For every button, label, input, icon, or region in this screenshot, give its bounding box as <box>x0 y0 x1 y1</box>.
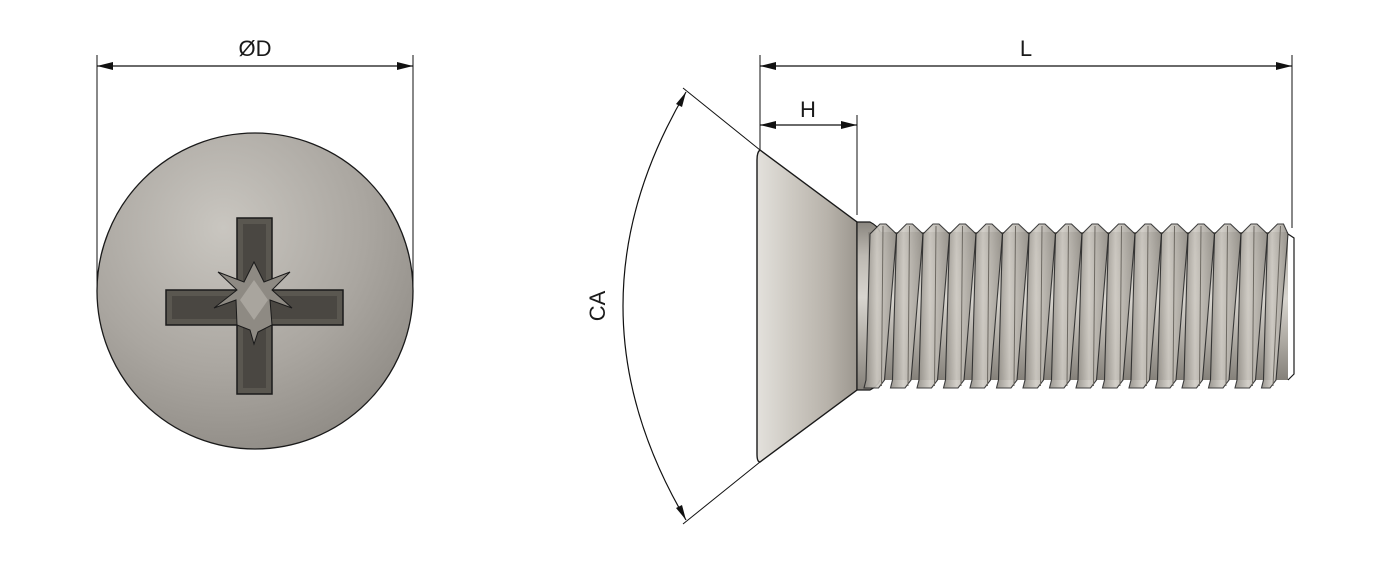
thread-crest <box>1207 223 1242 389</box>
thread-crest <box>942 223 977 389</box>
thread-root-line <box>960 225 963 387</box>
thread-crest <box>995 223 1030 389</box>
thread-root-line <box>881 225 884 387</box>
diameter-arrow-left <box>97 62 113 70</box>
threaded-shank <box>863 223 1295 389</box>
thread-root-line <box>1146 225 1149 387</box>
cross-recess <box>165 217 344 395</box>
thread-root-line <box>1013 225 1016 387</box>
thread-crest <box>969 223 1004 389</box>
diameter-label: ØD <box>239 36 272 61</box>
diameter-arrow-right <box>397 62 413 70</box>
head-height-label: H <box>800 97 816 122</box>
thread-root-line <box>1066 225 1069 387</box>
length-arrow-right <box>1276 62 1292 70</box>
thread-crest <box>889 223 924 389</box>
thread-crest <box>1128 223 1163 389</box>
countersink-angle-label: CA <box>585 290 610 321</box>
angle-extension-bottom <box>682 461 761 525</box>
thread-root-line <box>1119 225 1122 387</box>
thread-crest <box>1154 223 1189 389</box>
thread-root-line <box>1199 225 1202 387</box>
thread-crest <box>863 223 898 389</box>
thread-crest <box>1234 223 1269 389</box>
side-view: L H CA <box>585 36 1295 525</box>
thread-root-line <box>907 225 910 387</box>
head-top-view: ØD <box>96 36 414 450</box>
angle-extension-top <box>682 87 761 151</box>
thread-root-line <box>1225 225 1228 387</box>
thread-root-line <box>934 225 937 387</box>
thread-root-line <box>1040 225 1043 387</box>
length-arrow-left <box>760 62 776 70</box>
thread-root-line <box>1093 225 1096 387</box>
head-height-arrow-left <box>760 121 776 129</box>
thread-root-line <box>1172 225 1175 387</box>
thread-root-line <box>987 225 990 387</box>
countersunk-head <box>756 149 858 463</box>
thread-crest <box>1101 223 1136 389</box>
thread-crest <box>916 223 951 389</box>
thread-crest <box>1048 223 1083 389</box>
thread-root-line <box>1272 225 1281 387</box>
thread-crest <box>1181 223 1216 389</box>
thread-root-line <box>1252 225 1255 387</box>
length-label: L <box>1020 36 1032 61</box>
thread-crest <box>1260 223 1289 389</box>
thread-crest <box>1075 223 1110 389</box>
thread-crest <box>1022 223 1057 389</box>
angle-arrow-bottom <box>676 505 686 520</box>
head-height-arrow-right <box>841 121 857 129</box>
angle-arrow-top <box>676 92 686 107</box>
countersink-angle-arc <box>622 91 687 521</box>
